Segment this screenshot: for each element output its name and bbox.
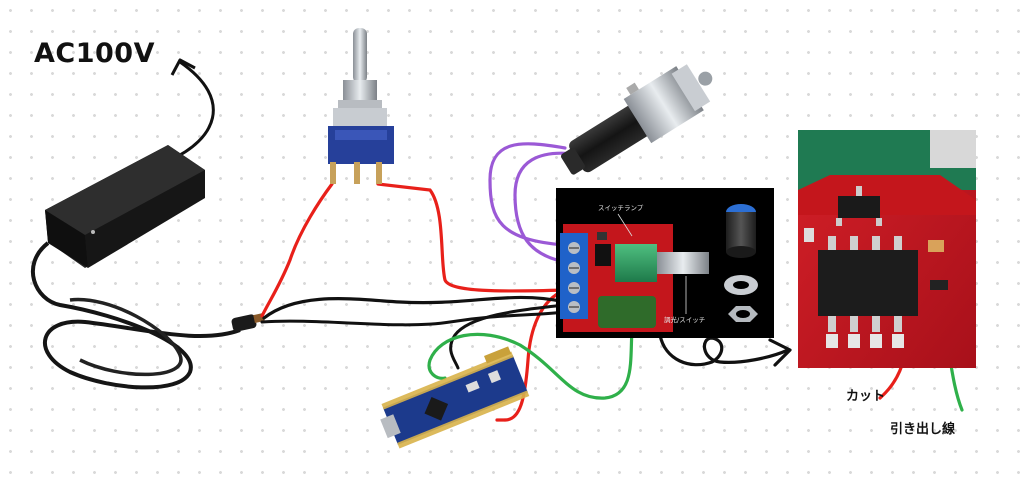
geared-motor bbox=[560, 64, 713, 175]
dimmer-switch-label: 調光/スイッチ bbox=[664, 315, 705, 324]
wires bbox=[260, 142, 964, 422]
chip-closeup bbox=[798, 130, 976, 368]
cut-label: カット bbox=[846, 389, 886, 404]
ac-arrow-icon bbox=[170, 58, 196, 76]
switch-lamp-label: スイッチランプ bbox=[598, 204, 644, 212]
pwm-controller-board: スイッチランプ 調光/スイッチ bbox=[556, 188, 774, 338]
lead-wire-label: 引き出し線 bbox=[890, 422, 956, 437]
power-adapter bbox=[30, 58, 265, 390]
ac-voltage-label: AC100V bbox=[34, 38, 155, 69]
toggle-switch bbox=[328, 28, 394, 184]
potentiometer-knob-icon bbox=[726, 204, 756, 258]
output-arrow-icon bbox=[768, 338, 792, 367]
arduino-nano bbox=[380, 346, 530, 449]
